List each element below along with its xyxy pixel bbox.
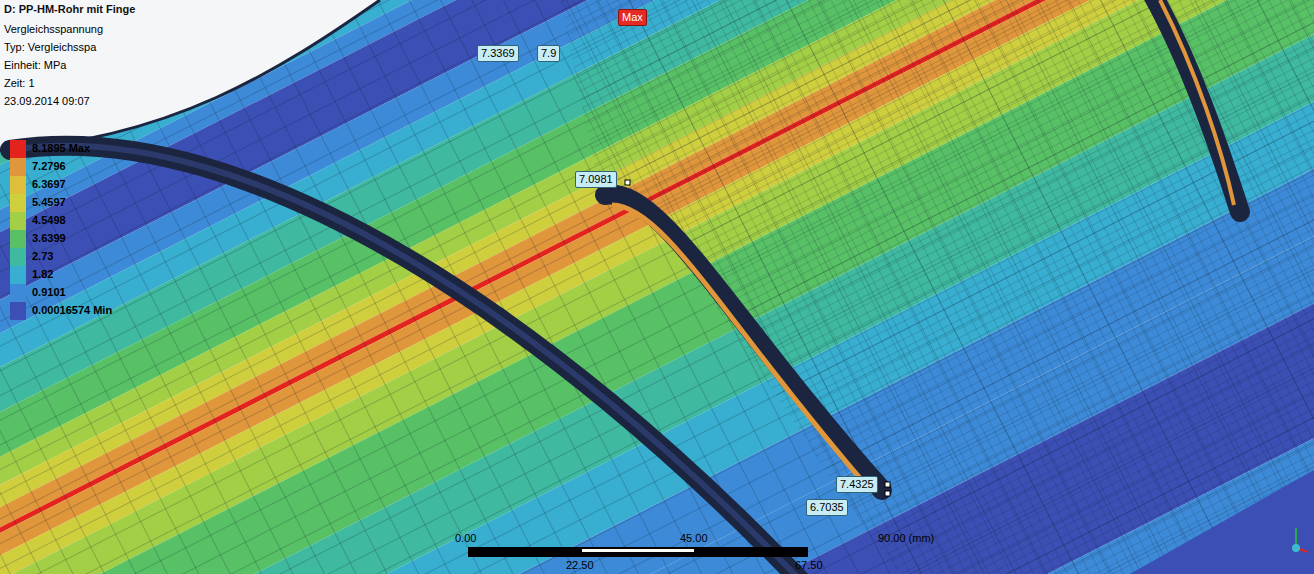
legend-swatch [10, 284, 26, 302]
probe-callout: 7.3369 [477, 45, 519, 62]
legend-swatch [10, 248, 26, 266]
probe-callout: 6.7035 [806, 499, 848, 516]
probe-markers [625, 180, 890, 496]
callout-value: 7.9 [541, 47, 556, 59]
max-marker: Max [618, 9, 647, 26]
callout-value: 7.0981 [579, 173, 613, 185]
plot-title: D: PP-HM-Rohr mit Finge [4, 3, 135, 16]
legend-swatch [10, 140, 26, 158]
scale-bar-fill [468, 547, 808, 557]
slot [10, 146, 800, 574]
axis-triad [1292, 528, 1308, 552]
callout-value: 7.4325 [840, 478, 874, 490]
callout-value: Max [622, 11, 643, 23]
scale-value: 0.00 [455, 532, 476, 545]
scale-bar-segment [582, 549, 694, 552]
legend-value: 6.3697 [32, 178, 66, 191]
date-label: 23.09.2014 09:07 [4, 95, 90, 108]
probe-point [885, 482, 890, 487]
time-label: Zeit: 1 [4, 77, 35, 90]
slot-wall [1160, 0, 1234, 205]
probe-point [625, 180, 630, 185]
probe-callout: 7.4325 [836, 476, 878, 493]
scale-bar [468, 547, 808, 557]
legend-value: 0.00016574 Min [32, 304, 112, 317]
legend-value: 2.73 [32, 250, 53, 263]
slots [10, 0, 1240, 574]
ground-plane [1130, 470, 1314, 574]
legend-value: 4.5498 [32, 214, 66, 227]
slot-wall [612, 205, 872, 492]
probe-callout: 7.9 [537, 45, 560, 62]
legend-value: 5.4597 [32, 196, 66, 209]
legend-swatch [10, 230, 26, 248]
legend-value: 8.1895 Max [32, 142, 90, 155]
pipe-edge [0, 0, 380, 150]
result-subtype: Typ: Vergleichsspa [4, 41, 96, 54]
callout-value: 6.7035 [810, 501, 844, 513]
slot [1150, 0, 1240, 212]
legend-swatch [10, 194, 26, 212]
slot-inner [10, 146, 800, 574]
legend-value: 7.2796 [32, 160, 66, 173]
legend-value: 1.82 [32, 268, 53, 281]
result-type: Vergleichsspannung [4, 23, 103, 36]
probe-callout: 7.0981 [575, 171, 617, 188]
callout-value: 7.3369 [481, 47, 515, 59]
legend-swatch [10, 212, 26, 230]
legend-swatch [10, 176, 26, 194]
slot [605, 194, 882, 490]
legend-swatch [10, 266, 26, 284]
axis-origin [1292, 544, 1300, 552]
legend-swatch [10, 158, 26, 176]
scale-value: 90.00 (mm) [878, 532, 934, 545]
scale-value: 67.50 [795, 559, 823, 572]
legend-swatch [10, 302, 26, 320]
probe-point [885, 491, 890, 496]
scale-value: 45.00 [680, 532, 708, 545]
scale-value: 22.50 [566, 559, 594, 572]
unit-label: Einheit: MPa [4, 59, 66, 72]
legend-value: 0.9101 [32, 286, 66, 299]
legend-value: 3.6399 [32, 232, 66, 245]
